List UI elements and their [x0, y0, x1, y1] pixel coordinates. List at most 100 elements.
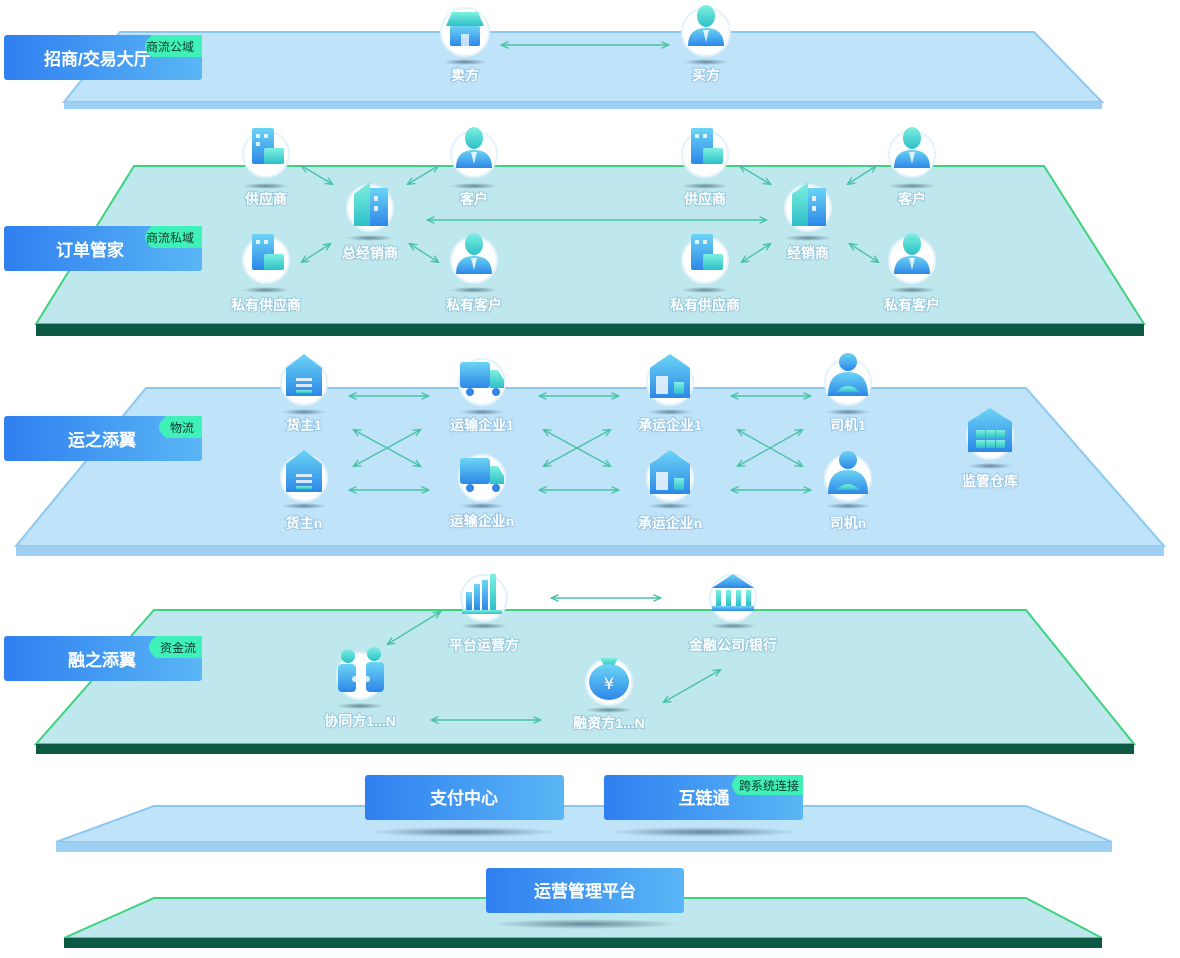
supplier-building-icon	[691, 234, 723, 270]
node-carrier-1[interactable]: 承运企业1	[637, 354, 703, 434]
svg-text:协同方1...N: 协同方1...N	[324, 713, 396, 729]
svg-text:招商/交易大厅: 招商/交易大厅	[44, 49, 151, 69]
node-carrier-n[interactable]: 承运企业n	[637, 450, 703, 532]
layer-label-trade[interactable]: 招商/交易大厅 商流公域	[4, 35, 202, 80]
warehouse-icon	[286, 450, 322, 492]
node-transport-1[interactable]: 运输企业1	[449, 358, 515, 434]
svg-text:平台运营方: 平台运营方	[449, 637, 519, 653]
plate-payment	[55, 805, 1113, 852]
svg-text:资金流: 资金流	[160, 640, 196, 655]
svg-text:跨系统连接: 跨系统连接	[739, 778, 799, 793]
node-seller[interactable]: 卖方	[440, 7, 490, 84]
svg-text:买方: 买方	[692, 67, 720, 83]
person-icon	[456, 127, 492, 168]
svg-text:运输企业n: 运输企业n	[450, 513, 515, 529]
node-partner[interactable]: 协同方1...N	[323, 647, 397, 730]
node-private-customer-1[interactable]: 私有客户	[445, 233, 503, 314]
shop-icon	[446, 12, 484, 46]
svg-text:订单管家: 订单管家	[56, 240, 124, 260]
layer-tag-order: 商流私域	[145, 226, 202, 248]
node-buyer[interactable]: 买方	[681, 5, 731, 84]
arrow-dealer-private-customer2	[850, 244, 878, 262]
svg-text:卖方: 卖方	[451, 67, 479, 83]
svg-text:物流: 物流	[170, 421, 194, 435]
svg-text:融资方1...N: 融资方1...N	[573, 715, 645, 731]
pay-center-button[interactable]: 支付中心	[365, 775, 564, 837]
layer-tag-finance: 资金流	[149, 636, 202, 658]
driver-icon	[828, 353, 868, 396]
arrow-private-supplier1-general-dealer	[302, 244, 330, 262]
svg-text:金融公司/银行: 金融公司/银行	[688, 637, 777, 653]
arrow-supplier1-general-dealer	[302, 166, 332, 184]
node-bonded-warehouse[interactable]: 监管仓库	[961, 408, 1019, 490]
node-dealer[interactable]: 经销商	[784, 182, 832, 262]
person-icon	[894, 233, 930, 274]
person-icon	[894, 127, 930, 168]
arrow-dealer-customer2	[848, 166, 876, 184]
svg-text:运营管理平台: 运营管理平台	[534, 881, 636, 901]
plate-platform	[63, 897, 1103, 948]
node-private-customer-2[interactable]: 私有客户	[883, 233, 941, 314]
truck-icon	[460, 458, 504, 492]
node-private-supplier-2[interactable]: 私有供应商	[669, 234, 741, 314]
node-private-supplier-1[interactable]: 私有供应商	[230, 234, 302, 314]
svg-text:监管仓库: 监管仓库	[962, 473, 1018, 489]
svg-text:货主n: 货主n	[285, 515, 323, 531]
truck-icon	[460, 362, 504, 396]
storage-warehouse-icon	[968, 408, 1012, 452]
supplier-building-icon	[252, 128, 284, 164]
connectors	[302, 45, 878, 720]
supplier-building-icon	[691, 128, 723, 164]
node-general-dealer[interactable]: 总经销商	[341, 182, 399, 262]
node-platform-operator[interactable]: 平台运营方	[448, 574, 520, 654]
node-supplier-2[interactable]: 供应商	[681, 128, 729, 208]
node-driver-1[interactable]: 司机1	[824, 353, 872, 434]
svg-text:私有供应商: 私有供应商	[670, 297, 740, 313]
node-customer-1[interactable]: 客户	[450, 127, 498, 208]
node-customer-2[interactable]: 客户	[888, 127, 936, 208]
layer-label-logistics[interactable]: 运之添翼 物流	[4, 416, 202, 461]
svg-text:商流私域: 商流私域	[146, 230, 194, 245]
bank-icon	[712, 574, 754, 611]
arrow-supplier2-dealer	[740, 166, 770, 184]
plate-order	[34, 165, 1146, 336]
ops-platform-button[interactable]: 运营管理平台	[486, 868, 684, 929]
arrow-general-dealer-customer1	[408, 166, 438, 184]
svg-text:¥: ¥	[604, 674, 614, 693]
svg-text:承运企业1: 承运企业1	[638, 417, 702, 433]
depot-icon	[650, 354, 690, 398]
layer-label-order[interactable]: 订单管家 商流私域	[4, 226, 202, 271]
svg-text:融之添翼: 融之添翼	[68, 650, 136, 670]
svg-text:总经销商: 总经销商	[342, 245, 398, 261]
layer-tag-logistics: 物流	[159, 416, 202, 438]
svg-text:支付中心: 支付中心	[430, 788, 498, 808]
node-shipper-n[interactable]: 货主n	[280, 450, 328, 532]
bar-chart-icon	[462, 574, 502, 614]
plate-trade	[61, 31, 1105, 109]
node-supplier-1[interactable]: 供应商	[242, 128, 290, 208]
person-icon	[456, 233, 492, 274]
node-shipper-1[interactable]: 货主1	[280, 354, 328, 434]
chain-connect-button[interactable]: 互链通 跨系统连接	[604, 775, 803, 837]
arrow-general-dealer-private-customer1	[410, 244, 438, 262]
node-driver-n[interactable]: 司机n	[824, 451, 872, 532]
warehouse-icon	[286, 354, 322, 396]
node-bank[interactable]: 金融公司/银行	[687, 574, 778, 654]
layer-label-finance[interactable]: 融之添翼 资金流	[4, 636, 202, 681]
svg-text:私有供应商: 私有供应商	[231, 297, 301, 313]
depot-icon	[650, 450, 690, 494]
svg-text:货主1: 货主1	[285, 417, 322, 433]
node-transport-n[interactable]: 运输企业n	[449, 454, 515, 530]
svg-text:私有客户: 私有客户	[884, 297, 940, 313]
driver-icon	[828, 451, 868, 494]
layer-tag-trade: 商流公域	[145, 35, 202, 57]
office-building-icon	[354, 182, 388, 226]
handshake-icon	[338, 647, 384, 692]
svg-text:供应商: 供应商	[244, 191, 287, 207]
svg-text:私有客户: 私有客户	[446, 297, 502, 313]
svg-text:供应商: 供应商	[683, 191, 726, 207]
svg-text:商流公域: 商流公域	[146, 39, 194, 54]
svg-text:司机n: 司机n	[830, 515, 867, 531]
node-financier[interactable]: ¥ 融资方1...N	[572, 658, 646, 732]
